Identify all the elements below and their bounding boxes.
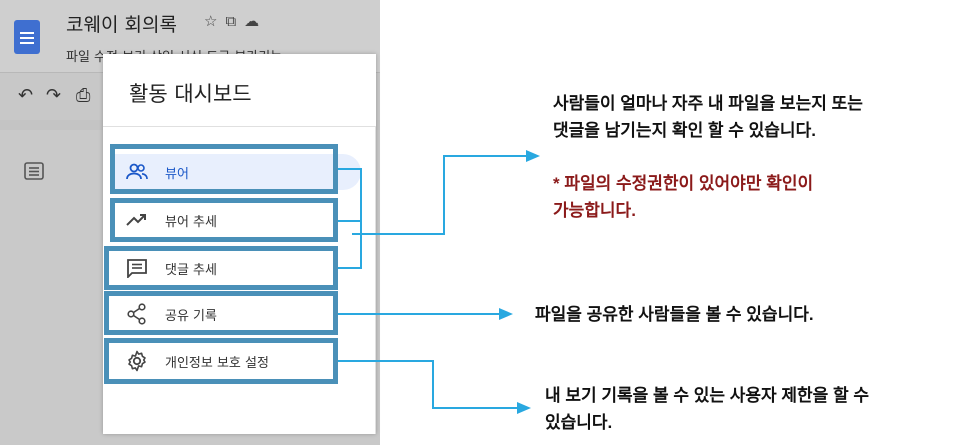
folder-move-icon[interactable]: ⧉ [225,12,245,30]
connector-group-right [443,155,527,157]
nav-item-privacy-settings[interactable]: 개인정보 보호 설정 [111,343,333,379]
nav-item-comment-trend[interactable]: 댓글 추세 [111,250,333,286]
highlight-privacy-settings [104,338,338,384]
connector-viewer-trend [338,220,362,222]
connector-viewers [338,168,362,170]
arrow-privacy-note [517,402,531,414]
people-icon [125,160,149,184]
nav-item-label: 뷰어 [165,166,189,182]
connector-privacy-down [432,360,434,408]
connector-sharing [338,313,500,315]
trend-icon [125,208,149,232]
nav-item-label: 개인정보 보호 설정 [165,355,269,371]
outline-icon[interactable] [24,162,44,180]
connector-comment-trend [338,267,362,269]
share-icon [125,302,149,326]
cloud-status-icon[interactable]: ☁ [244,12,268,30]
gear-icon [125,349,149,373]
dashboard-divider [103,126,376,127]
share-note: 파일을 공유한 사람들을 볼 수 있습니다. [535,305,814,324]
connector-group-up [443,155,445,235]
arrow-viewers-note [526,150,540,162]
print-icon[interactable]: ⎙ [76,85,91,106]
activity-dashboard-dialog: 활동 대시보드 뷰어 뷰어 추세 댓글 추세 공유 기록 개인정보 보호 설정 [103,54,376,434]
highlight-viewer-trend [110,198,338,242]
connector-privacy-right [432,407,518,409]
privacy-note-line1: 내 보기 기록을 볼 수 있는 사용자 제한을 할 수 [545,386,870,405]
highlight-viewers [110,144,338,194]
undo-icon[interactable]: ↶ [18,85,34,106]
nav-item-sharing-history[interactable]: 공유 기록 [111,296,333,332]
star-icon[interactable]: ☆ [204,12,226,30]
document-title[interactable]: 코웨이 회의록 [66,14,177,36]
nav-item-viewer-trend[interactable]: 뷰어 추세 [111,202,333,238]
docs-logo-icon[interactable] [14,20,40,54]
nav-item-label: 공유 기록 [165,308,217,324]
connector-privacy [338,360,434,362]
redo-icon[interactable]: ↷ [46,85,62,106]
permission-note-line1: * 파일의 수정권한이 있어야만 확인이 [553,174,814,193]
dashboard-title: 활동 대시보드 [129,82,252,106]
nav-item-label: 댓글 추세 [165,262,217,278]
comment-icon [125,256,149,280]
connector-group-out [352,233,444,235]
dashboard-divider-vertical [375,126,376,434]
title-icons: ☆⧉☁ [204,12,267,30]
connector-bracket [360,168,362,269]
docs-titlebar: 코웨이 회의록 ☆⧉☁ 파일 수정 보기 삽입 서식 도구 부가기능 [0,0,380,72]
nav-item-viewers[interactable]: 뷰어 [111,154,361,190]
highlight-comment-trend [104,246,338,290]
highlight-sharing-history [104,291,338,335]
viewers-note-line2: 댓글을 남기는지 확인 할 수 있습니다. [553,121,816,140]
privacy-note-line2: 있습니다. [545,413,613,432]
arrow-sharing-note [499,308,513,320]
nav-item-label: 뷰어 추세 [165,214,217,230]
permission-note-line2: 가능합니다. [553,201,636,220]
viewers-note-line1: 사람들이 얼마나 자주 내 파일을 보는지 또는 [553,94,863,113]
